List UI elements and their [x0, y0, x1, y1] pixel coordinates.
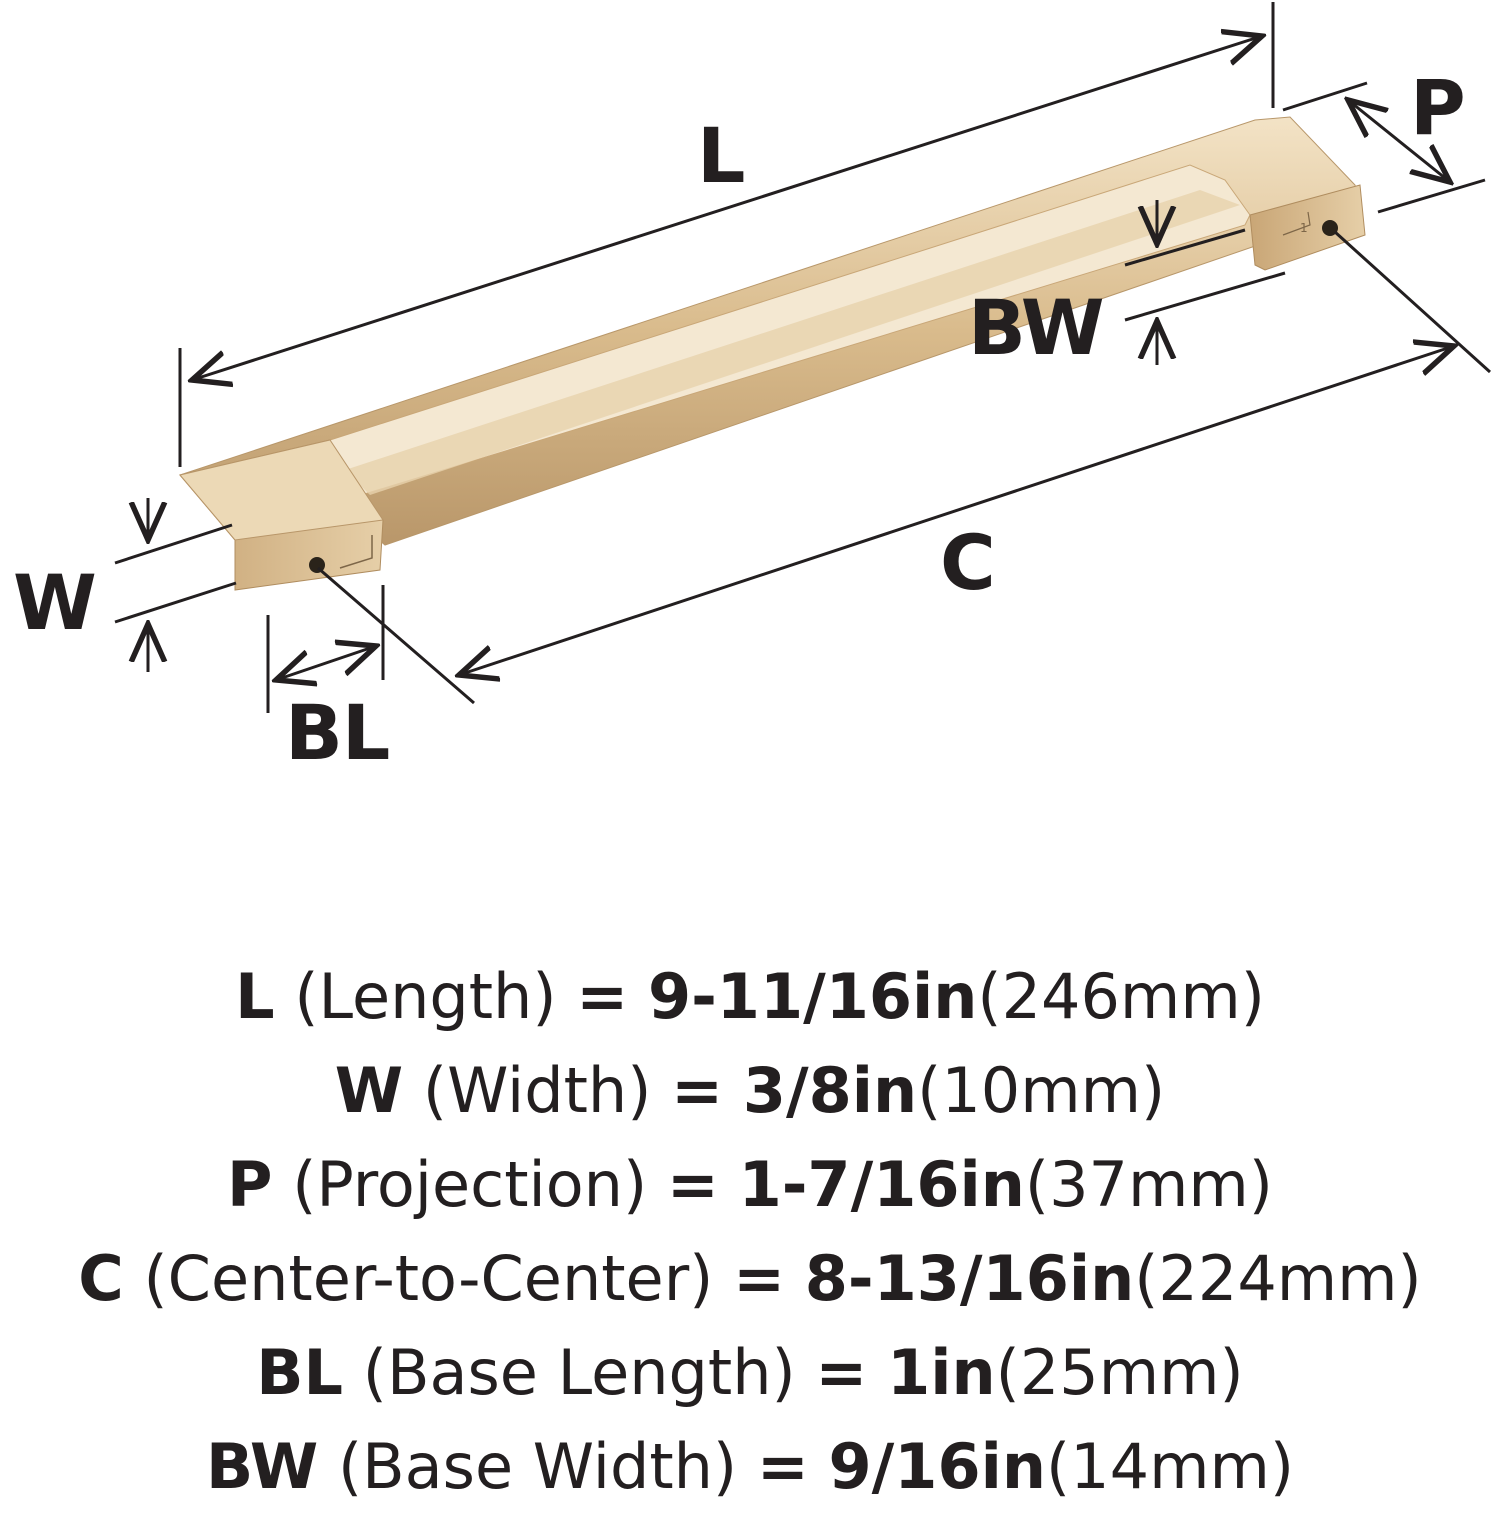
spec-row: L (Length) = 9-11/16in(246mm) [0, 950, 1500, 1044]
spec-code: W [334, 1054, 404, 1127]
dimension-spec-list: L (Length) = 9-11/16in(246mm)W (Width) =… [0, 950, 1500, 1514]
spec-equals: = [671, 1054, 724, 1127]
spec-millimeters: (37mm) [1024, 1148, 1273, 1221]
spec-millimeters: (224mm) [1134, 1242, 1422, 1315]
projection-extension-top [1282, 81, 1368, 112]
width-extension-top [114, 523, 233, 565]
spec-name: (Width) [422, 1054, 652, 1127]
spec-millimeters: (25mm) [995, 1336, 1244, 1409]
spec-row: C (Center-to-Center) = 8-13/16in(224mm) [0, 1232, 1500, 1326]
spec-millimeters: (14mm) [1045, 1430, 1295, 1503]
base-width-extension-top [1124, 228, 1246, 267]
spec-code: C [78, 1242, 124, 1315]
spec-equals: = [756, 1430, 809, 1503]
spec-inches: 9/16in [828, 1430, 1046, 1503]
spec-name: (Base Width) [337, 1430, 738, 1503]
spec-millimeters: (246mm) [977, 960, 1265, 1033]
spec-name: (Center-to-Center) [143, 1242, 714, 1315]
center-dimension-line [459, 346, 1454, 675]
spec-row: P (Projection) = 1-7/16in(37mm) [0, 1138, 1500, 1232]
spec-code: BL [256, 1336, 344, 1409]
label-base-length: BL [285, 688, 390, 777]
spec-millimeters: (10mm) [917, 1054, 1166, 1127]
spec-code: BW [205, 1430, 319, 1503]
base-width-extension-bottom [1124, 271, 1286, 322]
spec-row: BL (Base Length) = 1in(25mm) [0, 1326, 1500, 1420]
center-extension-left [317, 566, 475, 705]
spec-equals: = [666, 1148, 719, 1221]
label-projection: P [1410, 63, 1466, 152]
center-extension-right [1333, 230, 1492, 374]
spec-inches: 3/8in [742, 1054, 918, 1127]
length-dimension-line [192, 36, 1262, 380]
handle-pull: 1 [179, 116, 1366, 591]
label-base-width: BW [968, 283, 1105, 372]
projection-extension-bottom [1377, 178, 1486, 214]
spec-name: (Length) [294, 960, 557, 1033]
spec-code: L [235, 960, 275, 1033]
projection-dimension-line [1348, 100, 1450, 182]
right-screw-hole [1322, 220, 1338, 236]
spec-inches: 8-13/16in [804, 1242, 1135, 1315]
base-length-dimension-line [276, 646, 376, 680]
label-width: W [13, 558, 97, 647]
spec-inches: 1in [887, 1336, 996, 1409]
spec-name: (Base Length) [362, 1336, 796, 1409]
spec-inches: 9-11/16in [647, 960, 978, 1033]
spec-equals: = [815, 1336, 868, 1409]
handle-pull-drawing: 1 [114, 2, 1492, 713]
spec-equals: = [576, 960, 629, 1033]
spec-name: (Projection) [292, 1148, 648, 1221]
spec-inches: 1-7/16in [738, 1148, 1025, 1221]
spec-code: P [227, 1148, 273, 1221]
spec-row: W (Width) = 3/8in(10mm) [0, 1044, 1500, 1138]
width-extension-bottom [114, 581, 237, 624]
spec-row: BW (Base Width) = 9/16in(14mm) [0, 1420, 1500, 1514]
base-stamp-text: 1 [1300, 221, 1308, 235]
label-center-to-center: C [940, 518, 996, 607]
label-length: L [697, 111, 745, 200]
spec-equals: = [733, 1242, 786, 1315]
